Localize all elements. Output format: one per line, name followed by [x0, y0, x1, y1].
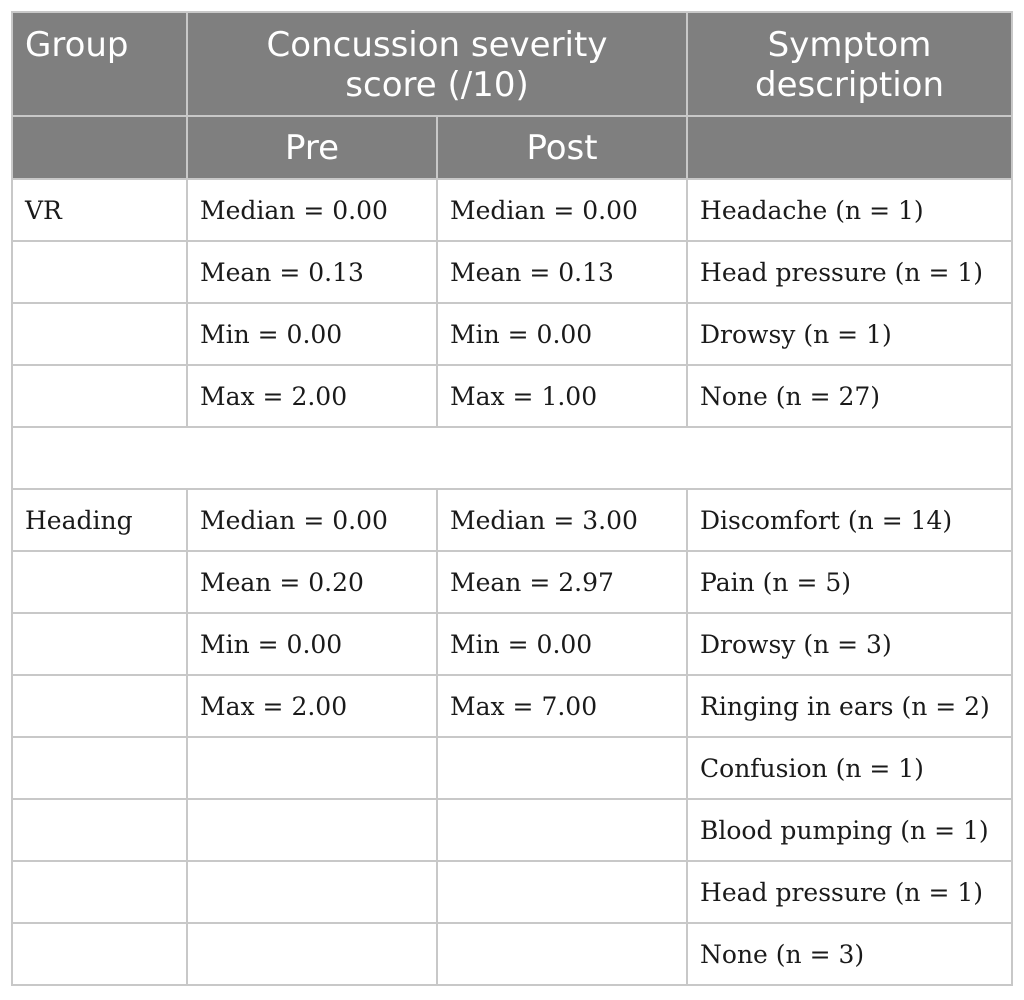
- cell-post: Max = 7.00: [435, 674, 689, 738]
- cell-symptom: Drowsy (n = 1): [686, 302, 1014, 366]
- cell-symptom: Discomfort (n = 14): [686, 488, 1014, 552]
- cell-group: [11, 674, 188, 738]
- table-row: VR Median = 0.00 Median = 0.00 Headache …: [11, 178, 1014, 242]
- header-post: Post: [435, 115, 689, 180]
- cell-group: [11, 860, 188, 924]
- cell-group: [11, 240, 188, 304]
- cell-post: Mean = 2.97: [435, 550, 689, 614]
- cell-symptom: Head pressure (n = 1): [686, 860, 1014, 924]
- cell-post: [435, 860, 689, 924]
- cell-post: [435, 736, 689, 800]
- cell-pre: Min = 0.00: [186, 612, 438, 676]
- cell-pre: [186, 736, 438, 800]
- header-row-top: Group Concussion severity score (/10) Sy…: [11, 11, 1014, 117]
- cell-post: Mean = 0.13: [435, 240, 689, 304]
- cell-pre: [186, 860, 438, 924]
- header-pre: Pre: [186, 115, 438, 180]
- cell-symptom: Blood pumping (n = 1): [686, 798, 1014, 862]
- table-row: Confusion (n = 1): [11, 736, 1014, 800]
- cell-pre: Median = 0.00: [186, 178, 438, 242]
- table-row: Heading Median = 0.00 Median = 3.00 Disc…: [11, 488, 1014, 552]
- cell-group: [11, 550, 188, 614]
- cell-post: [435, 798, 689, 862]
- cell-pre: Max = 2.00: [186, 674, 438, 738]
- table-row: Mean = 0.20 Mean = 2.97 Pain (n = 5): [11, 550, 1014, 614]
- header-score: Concussion severity score (/10): [185, 11, 689, 117]
- cell-symptom: None (n = 27): [686, 364, 1014, 428]
- cell-pre: Mean = 0.13: [186, 240, 438, 304]
- cell-post: Min = 0.00: [435, 302, 689, 366]
- table-row: Mean = 0.13 Mean = 0.13 Head pressure (n…: [11, 240, 1014, 304]
- cell-group: [11, 798, 188, 862]
- cell-symptom: Confusion (n = 1): [686, 736, 1014, 800]
- header-group: Group: [11, 11, 188, 117]
- cell-post: Median = 3.00: [435, 488, 689, 552]
- cell-pre: [186, 798, 438, 862]
- spacer-row: [10, 426, 1014, 490]
- cell-symptom: Ringing in ears (n = 2): [686, 674, 1014, 738]
- cell-group: [11, 612, 188, 676]
- cell-post: Min = 0.00: [435, 612, 689, 676]
- header-row-sub: Pre Post: [11, 115, 1014, 180]
- cell-symptom: Headache (n = 1): [686, 178, 1014, 242]
- header-group-empty: [11, 115, 188, 180]
- table-row: None (n = 3): [11, 922, 1014, 986]
- cell-post: Median = 0.00: [435, 178, 689, 242]
- table-row: Min = 0.00 Min = 0.00 Drowsy (n = 1): [11, 302, 1014, 366]
- spacer-cell: [10, 426, 1014, 490]
- cell-symptom: Drowsy (n = 3): [686, 612, 1014, 676]
- table-row: Min = 0.00 Min = 0.00 Drowsy (n = 3): [11, 612, 1014, 676]
- cell-pre: Median = 0.00: [186, 488, 438, 552]
- cell-group: [11, 364, 188, 428]
- cell-pre: Max = 2.00: [186, 364, 438, 428]
- cell-group: Heading: [11, 488, 188, 552]
- cell-symptom: Pain (n = 5): [686, 550, 1014, 614]
- table-row: Blood pumping (n = 1): [11, 798, 1014, 862]
- results-table: Group Concussion severity score (/10) Sy…: [10, 11, 1014, 986]
- cell-pre: Min = 0.00: [186, 302, 438, 366]
- cell-group: [11, 922, 188, 986]
- cell-group: VR: [11, 178, 188, 242]
- table-row: Max = 2.00 Max = 1.00 None (n = 27): [11, 364, 1014, 428]
- cell-symptom: None (n = 3): [686, 922, 1014, 986]
- cell-symptom: Head pressure (n = 1): [686, 240, 1014, 304]
- cell-pre: Mean = 0.20: [186, 550, 438, 614]
- table-row: Head pressure (n = 1): [11, 860, 1014, 924]
- header-symptom-empty: [686, 115, 1014, 180]
- cell-group: [11, 302, 188, 366]
- table-row: Max = 2.00 Max = 7.00 Ringing in ears (n…: [11, 674, 1014, 738]
- cell-post: Max = 1.00: [435, 364, 689, 428]
- header-symptom: Symptom description: [686, 11, 1014, 117]
- cell-post: [435, 922, 689, 986]
- cell-pre: [186, 922, 438, 986]
- cell-group: [11, 736, 188, 800]
